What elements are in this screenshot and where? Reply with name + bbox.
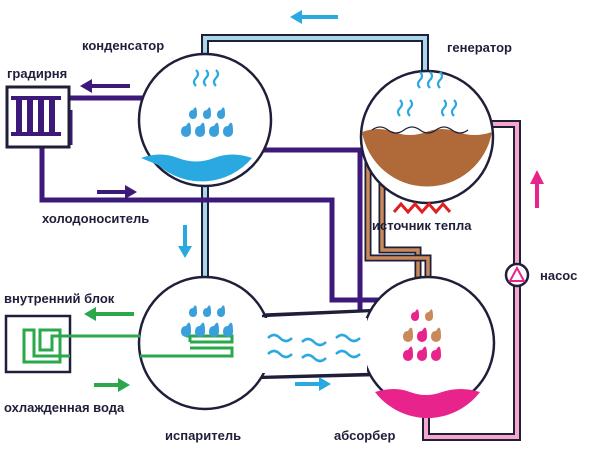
condenser-water [141, 154, 252, 182]
evaporator-drops [181, 305, 233, 337]
generator-solution [362, 129, 492, 187]
arrow-evaporator-to-absorber [295, 377, 331, 391]
arrow-in-chilled [94, 378, 130, 392]
cooling-tower-fins [11, 96, 61, 136]
condenser-drops [181, 107, 233, 137]
condenser-vapor-waves [192, 69, 220, 87]
arrow-vapor-left [290, 10, 338, 24]
absorber-solution [375, 389, 480, 419]
evaporator-label: испаритель [165, 428, 242, 443]
generator-liquid-waves [371, 126, 469, 134]
generator-vapor-waves [396, 71, 458, 117]
absorber-label: абсорбер [334, 428, 396, 443]
pump-label: насос [540, 268, 578, 283]
neck-vapor-waves [267, 333, 361, 363]
refrigerant-label: холодоноситель [42, 211, 150, 226]
cooling-tower-label: градирня [7, 66, 68, 81]
heat-source-label: источник тепла [372, 218, 472, 233]
chilled-water-coil [22, 328, 234, 364]
indoor-unit-label: внутренний блок [4, 291, 115, 306]
arrow-to-cooling-tower [80, 79, 130, 93]
absorber-vessel [360, 275, 496, 411]
arrow-down-to-evaporator [178, 225, 192, 258]
generator-label: генератор [447, 40, 512, 55]
arrow-pump-up [530, 170, 544, 208]
absorber-drops [403, 309, 441, 361]
chilled-water-label: охлажденная вода [4, 400, 125, 415]
condenser-label: конденсатор [82, 38, 165, 53]
arrow-out-indoor [84, 307, 134, 321]
arrow-coolant-right [97, 185, 137, 199]
condenser-vessel [137, 52, 273, 188]
pump-icon [504, 262, 530, 288]
heat-source-icon [392, 201, 452, 215]
